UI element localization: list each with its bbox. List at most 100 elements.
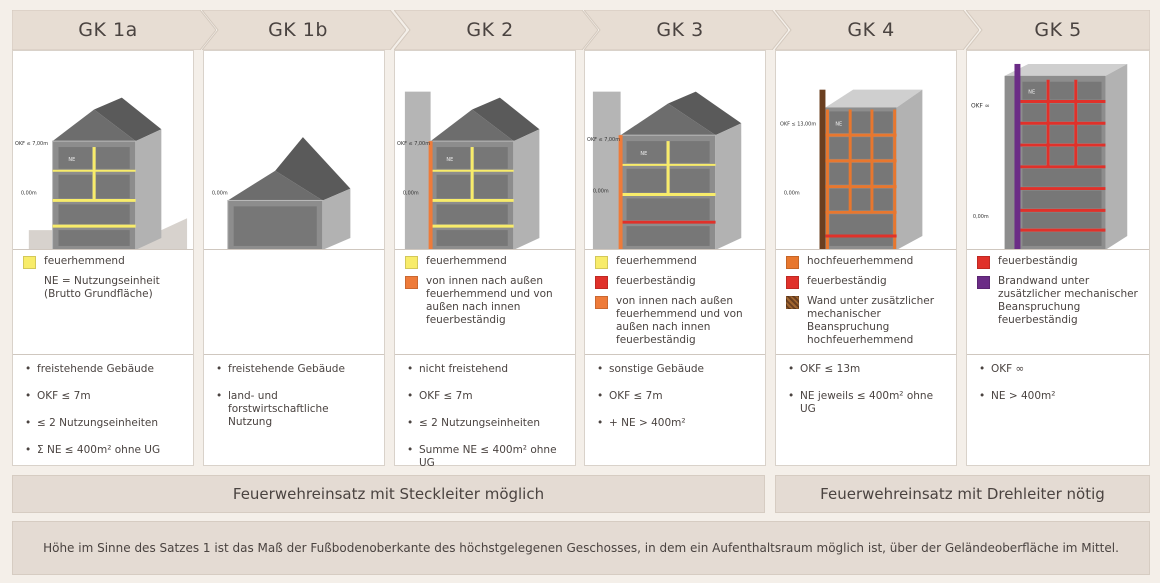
divider [967, 249, 1149, 250]
legend: feuerhemmend von innen nach außen feuerh… [395, 255, 575, 333]
legend-text: feuerbeständig [807, 275, 887, 287]
okf-label: OKF ≤ 13,00m [780, 121, 816, 127]
legend-text: hochfeuerhemmend [807, 255, 914, 267]
header-title: GK 5 [1034, 19, 1082, 41]
header-gk1a: GK 1a [12, 10, 216, 50]
legend-text: von innen nach außen feuerhemmend und vo… [616, 295, 743, 346]
legend-item: Brandwand unter zusätzlicher mechanische… [977, 275, 1139, 327]
ne-label: NE [446, 157, 453, 163]
class-header-row: GK 1a GK 1b GK 2 GK 3 GK 4 GK 5 [12, 10, 1150, 50]
ne-label: NE [68, 157, 75, 163]
legend-swatch-icon [405, 256, 418, 269]
legend-note: NE = Nutzungseinheit (Brutto Grundfläche… [44, 275, 160, 300]
list-item: ≤ 2 Nutzungseinheiten [405, 417, 565, 430]
divider [776, 354, 956, 355]
okf-label: OKF ≤ 7,00m [587, 137, 620, 143]
legend-swatch-icon [405, 276, 418, 289]
requirements-list: OKF ∞ NE > 400m² [967, 363, 1149, 417]
ground-label: 0,00m [593, 189, 609, 195]
legend-item: hochfeuerhemmend [786, 255, 946, 269]
legend-swatch-icon [977, 256, 990, 269]
legend-item: feuerhemmend [595, 255, 755, 269]
building-illustration: OKF ≤ 7,00m 0,00m NE [395, 51, 575, 249]
requirements-list: freistehende Gebäude OKF ≤ 7m ≤ 2 Nutzun… [13, 363, 193, 471]
building-illustration: OKF ≤ 7,00m 0,00m NE [585, 51, 765, 249]
legend-text: von innen nach außen feuerhemmend und vo… [426, 275, 553, 326]
list-item: OKF ≤ 7m [595, 390, 755, 403]
list-item: land- und forstwirtschaftliche Nutzung [214, 390, 374, 429]
divider [13, 249, 193, 250]
band-text: Feuerwehreinsatz mit Drehleiter nötig [820, 485, 1105, 503]
column-gk5: OKF ∞ 0,00m NE feuerbeständig Brandwand … [966, 50, 1150, 466]
legend-swatch-icon [977, 276, 990, 289]
ground-label: 0,00m [212, 191, 228, 197]
list-item: freistehende Gebäude [23, 363, 183, 376]
list-item: nicht freistehend [405, 363, 565, 376]
divider [967, 354, 1149, 355]
legend-text: Wand unter zusätzlicher mechanischer Bea… [807, 295, 935, 346]
list-item: NE > 400m² [977, 390, 1139, 403]
okf-label: OKF ∞ [971, 102, 990, 109]
legend: hochfeuerhemmend feuerbeständig Wand unt… [776, 255, 956, 353]
ground-label: 0,00m [21, 191, 37, 197]
legend: feuerhemmend feuerbeständig von innen na… [585, 255, 765, 353]
okf-label: OKF ≤ 7,00m [15, 141, 48, 147]
divider [585, 249, 765, 250]
list-item: OKF ≤ 7m [23, 390, 183, 403]
legend-item: feuerbeständig [977, 255, 1139, 269]
column-gk2: OKF ≤ 7,00m 0,00m NE feuerhemmend von in… [394, 50, 576, 469]
requirements-list: OKF ≤ 13m NE jeweils ≤ 400m² ohne UG [776, 363, 956, 430]
list-item: Summe NE ≤ 400m² ohne UG [405, 444, 565, 470]
band-steckleiter: Feuerwehreinsatz mit Steckleiter möglich [12, 475, 765, 513]
legend-item: feuerbeständig [595, 275, 755, 289]
band-text: Feuerwehreinsatz mit Steckleiter möglich [232, 485, 545, 503]
requirements-list: freistehende Gebäude land- und forstwirt… [204, 363, 384, 443]
footer-note: Höhe im Sinne des Satzes 1 ist das Maß d… [12, 521, 1150, 575]
header-title: GK 2 [466, 19, 514, 41]
legend-item: feuerhemmend [23, 255, 183, 269]
requirements-list: sonstige Gebäude OKF ≤ 7m + NE > 400m² [585, 363, 765, 444]
legend-text: feuerbeständig [998, 255, 1078, 267]
building-illustration: OKF ≤ 7,00m 0,00m NE [13, 51, 193, 249]
column-gk1b: 0,00m freistehende Gebäude land- und for… [203, 50, 385, 466]
ne-label: NE [640, 151, 647, 157]
legend-text: feuerbeständig [616, 275, 696, 287]
list-item: + NE > 400m² [595, 417, 755, 430]
list-item: NE jeweils ≤ 400m² ohne UG [786, 390, 946, 416]
okf-label: OKF ≤ 7,00m [397, 141, 430, 147]
requirements-list: nicht freistehend OKF ≤ 7m ≤ 2 Nutzungse… [395, 363, 575, 484]
legend-swatch-icon [23, 256, 36, 269]
footer-text: Höhe im Sinne des Satzes 1 ist das Maß d… [43, 541, 1119, 555]
legend-text: feuerhemmend [44, 255, 125, 267]
list-item: OKF ∞ [977, 363, 1139, 376]
column-gk4: OKF ≤ 13,00m 0,00m NE hochfeuerhemmend f… [775, 50, 957, 466]
legend: feuerhemmend NE = Nutzungseinheit (Brutt… [13, 255, 193, 301]
legend-item: feuerbeständig [786, 275, 946, 289]
band-drehleiter: Feuerwehreinsatz mit Drehleiter nötig [775, 475, 1150, 513]
ground-label: 0,00m [403, 191, 419, 197]
ne-label: NE [835, 121, 842, 127]
header-title: GK 1b [268, 19, 328, 41]
building-illustration: OKF ∞ 0,00m NE [967, 51, 1149, 249]
divider [395, 354, 575, 355]
divider [585, 354, 765, 355]
legend-item: von innen nach außen feuerhemmend und vo… [405, 275, 565, 327]
header-gk5: GK 5 [966, 10, 1150, 50]
legend-item: Wand unter zusätzlicher mechanischer Bea… [786, 295, 946, 347]
divider [776, 249, 956, 250]
building-illustration: 0,00m [204, 51, 384, 249]
list-item: OKF ≤ 13m [786, 363, 946, 376]
column-gk3: OKF ≤ 7,00m 0,00m NE feuerhemmend feuerb… [584, 50, 766, 466]
divider [395, 249, 575, 250]
list-item: freistehende Gebäude [214, 363, 374, 376]
list-item: ≤ 2 Nutzungseinheiten [23, 417, 183, 430]
legend-swatch-icon [786, 256, 799, 269]
header-title: GK 1a [78, 19, 138, 41]
legend: feuerbeständig Brandwand unter zusätzlic… [967, 255, 1149, 333]
ne-label: NE [1028, 90, 1035, 96]
header-gk3: GK 3 [584, 10, 788, 50]
list-item: Σ NE ≤ 400m² ohne UG [23, 444, 183, 457]
legend-swatch-icon [595, 256, 608, 269]
header-gk1b: GK 1b [202, 10, 406, 50]
legend-swatch-icon [595, 296, 608, 309]
